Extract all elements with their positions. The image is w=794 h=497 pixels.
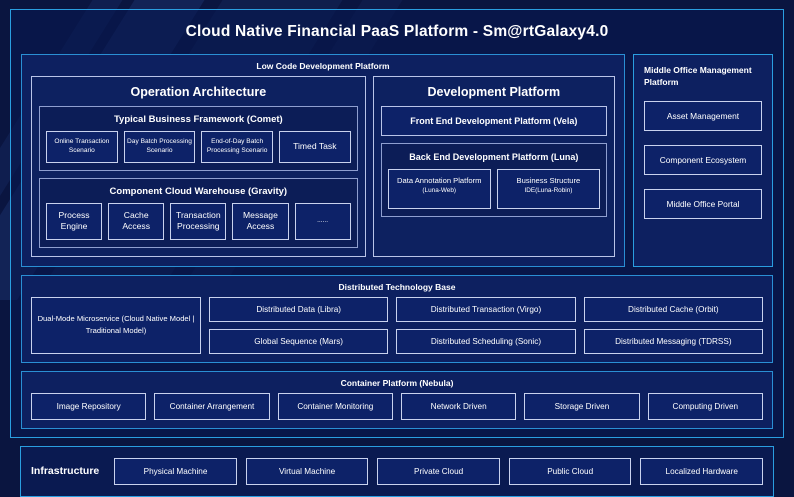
item-distributed-scheduling[interactable]: Distributed Scheduling (Sonic) xyxy=(396,328,576,354)
chip-business-structure-ide[interactable]: Business Structure IDE(Luna-Robin) xyxy=(496,169,601,209)
item-image-repository[interactable]: Image Repository xyxy=(31,392,147,420)
dtb-column-2: Distributed Transaction (Virgo) Distribu… xyxy=(396,296,576,354)
item-distributed-transaction[interactable]: Distributed Transaction (Virgo) xyxy=(396,296,576,322)
business-structure-name: Business Structure xyxy=(516,176,581,185)
item-localized-hardware[interactable]: Localized Hardware xyxy=(640,457,763,485)
panel-middle-office-management-platform: Middle Office Management Platform Asset … xyxy=(633,54,773,267)
group-component-cloud-warehouse: Component Cloud Warehouse (Gravity) Proc… xyxy=(39,177,358,248)
item-virtual-machine[interactable]: Virtual Machine xyxy=(245,457,369,485)
chip-cache-access[interactable]: Cache Access xyxy=(108,202,165,240)
typical-business-framework-title: Typical Business Framework (Comet) xyxy=(113,114,283,125)
box-front-end-development-platform[interactable]: Front End Development Platform (Vela) xyxy=(380,106,607,136)
item-distributed-data[interactable]: Distributed Data (Libra) xyxy=(209,296,389,322)
item-distributed-cache[interactable]: Distributed Cache (Orbit) xyxy=(583,296,763,322)
item-container-arrangement[interactable]: Container Arrangement xyxy=(154,392,270,420)
component-cloud-warehouse-title: Component Cloud Warehouse (Gravity) xyxy=(109,185,288,197)
group-typical-business-framework: Typical Business Framework (Comet) Onlin… xyxy=(39,106,358,171)
operation-architecture-title: Operation Architecture xyxy=(130,85,267,99)
chip-message-access[interactable]: Message Access xyxy=(232,202,289,240)
container-platform-title: Container Platform (Nebula) xyxy=(340,377,454,388)
panel-development-platform: Development Platform Front End Developme… xyxy=(372,76,615,257)
panel-distributed-technology-base: Distributed Technology Base Dual-Mode Mi… xyxy=(21,274,773,363)
item-distributed-messaging[interactable]: Distributed Messaging (TDRSS) xyxy=(583,328,763,354)
chip-more-ellipsis[interactable]: ...... xyxy=(294,202,351,240)
item-computing-driven[interactable]: Computing Driven xyxy=(647,392,763,420)
panel-operation-architecture: Operation Architecture Typical Business … xyxy=(31,76,366,257)
chip-timed-task[interactable]: Timed Task xyxy=(278,131,351,163)
item-private-cloud[interactable]: Private Cloud xyxy=(377,457,500,485)
infrastructure-label: Infrastructure xyxy=(31,465,100,478)
low-code-title: Low Code Development Platform xyxy=(256,61,390,71)
box-dual-mode-microservice[interactable]: Dual-Mode Microservice (Cloud Native Mod… xyxy=(31,296,201,354)
chip-online-transaction-scenario[interactable]: Online Transaction Scenario xyxy=(46,131,118,163)
item-asset-management[interactable]: Asset Management xyxy=(644,100,762,131)
item-global-sequence[interactable]: Global Sequence (Mars) xyxy=(209,328,389,354)
item-public-cloud[interactable]: Public Cloud xyxy=(508,457,632,485)
business-structure-sub: IDE(Luna-Robin) xyxy=(524,187,573,194)
chip-data-annotation-platform[interactable]: Data Annotation Platform (Luna-Web) xyxy=(387,169,491,209)
chip-day-batch-processing-scenario[interactable]: Day Batch Processing Scenario xyxy=(123,131,196,163)
middle-office-title: Middle Office Management Platform xyxy=(644,65,752,88)
panel-container-platform: Container Platform (Nebula) Image Reposi… xyxy=(21,370,773,429)
page-title: Cloud Native Financial PaaS Platform - S… xyxy=(185,23,609,40)
distributed-technology-base-title: Distributed Technology Base xyxy=(338,281,456,292)
item-component-ecosystem[interactable]: Component Ecosystem xyxy=(644,144,762,175)
development-platform-title: Development Platform xyxy=(427,85,561,99)
item-network-driven[interactable]: Network Driven xyxy=(400,392,517,420)
item-physical-machine[interactable]: Physical Machine xyxy=(114,457,237,485)
chip-transaction-processing[interactable]: Transaction Processing xyxy=(170,202,227,240)
data-annotation-platform-name: Data Annotation Platform xyxy=(397,176,482,185)
main-platform-frame: Cloud Native Financial PaaS Platform - S… xyxy=(10,9,784,438)
panel-infrastructure: Infrastructure Physical Machine Virtual … xyxy=(20,445,774,497)
chip-process-engine[interactable]: Process Engine xyxy=(46,202,103,240)
upper-section: Low Code Development Platform Operation … xyxy=(11,54,783,267)
item-middle-office-portal[interactable]: Middle Office Portal xyxy=(644,188,762,219)
diagram-canvas: Cloud Native Financial PaaS Platform - S… xyxy=(10,9,784,497)
back-end-development-platform-title: Back End Development Platform (Luna) xyxy=(409,152,579,162)
item-storage-driven[interactable]: Storage Driven xyxy=(524,392,640,420)
chip-end-of-day-batch-processing-scenario[interactable]: End-of-Day Batch Processing Scenario xyxy=(201,131,273,163)
group-back-end-development-platform: Back End Development Platform (Luna) Dat… xyxy=(380,143,607,217)
data-annotation-platform-sub: (Luna-Web) xyxy=(422,187,457,194)
dtb-column-3: Distributed Cache (Orbit) Distributed Me… xyxy=(583,296,763,354)
dtb-column-1: Distributed Data (Libra) Global Sequence… xyxy=(209,296,389,354)
panel-low-code-development-platform: Low Code Development Platform Operation … xyxy=(21,54,625,267)
item-container-monitoring[interactable]: Container Monitoring xyxy=(277,392,393,420)
